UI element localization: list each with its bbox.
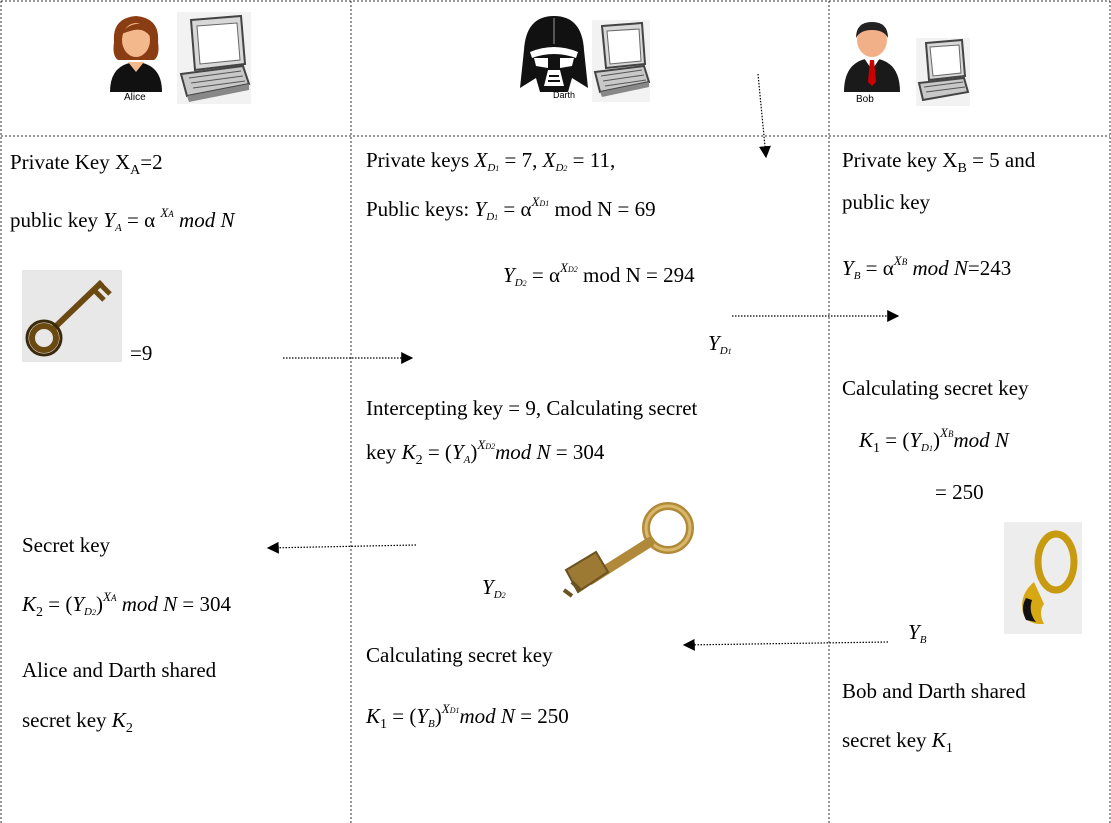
bob-sends-yb-label: YB [908,620,927,646]
darth-intercept-line2: key K2 = (YA)XD2mod N = 304 [366,437,605,468]
alice-label: Alice [124,92,146,103]
laptop-icon [916,38,970,106]
alice-shared-line1: Alice and Darth shared [22,658,217,682]
keyhole-key-icon [1004,522,1082,634]
laptop-icon [592,20,650,102]
alice-secret-key-label: Secret key [22,533,111,557]
darth-calc-label: Calculating secret key [366,643,553,667]
darth-private-keys: Private keys XD1 = 7, XD2 = 11, [366,148,616,174]
antique-key-icon [22,270,122,362]
bob-shared-line2: secret key K1 [842,728,953,756]
darth-vader-icon [520,16,588,92]
alice-private-key: Private Key XA=2 [10,150,163,178]
success-key-icon [562,502,694,598]
bob-calc-formula: K1 = (YD1)XBmod N [859,425,1009,456]
bob-label: Bob [856,94,874,105]
darth-label: Darth [553,90,576,100]
darth-intercept-line1: Intercepting key = 9, Calculating secret [366,396,698,420]
alice-secret-key-formula: K2 = (YD2)XA mod N = 304 [22,589,231,620]
bob-shared-line1: Bob and Darth shared [842,679,1026,703]
darth-public-key-1: Public keys: YD1 = αXD1 mod N = 69 [366,194,656,223]
bob-private-key: Private key XB = 5 and [842,148,1036,176]
bob-public-key-formula: YB = αXB mod N=243 [842,253,1012,282]
bob-public-key-label: public key [842,190,931,214]
alice-public-key: public key YA = α XA mod N [10,205,235,234]
darth-sends-yd2-label: YD2 [482,575,506,601]
alice-shared-line2: secret key K2 [22,708,133,736]
bob-calc-result: = 250 [935,480,984,504]
bob-avatar-icon [844,22,900,92]
darth-public-key-2: YD2 = αXD2 mod N = 294 [503,260,695,289]
laptop-icon [177,12,251,104]
bob-calc-label: Calculating secret key [842,376,1029,400]
alice-key-value: =9 [130,341,153,365]
darth-calc-formula: K1 = (YB)XD1mod N = 250 [366,701,569,732]
darth-sends-yd1-label: YD1 [708,331,732,357]
alice-avatar-icon [110,16,162,92]
